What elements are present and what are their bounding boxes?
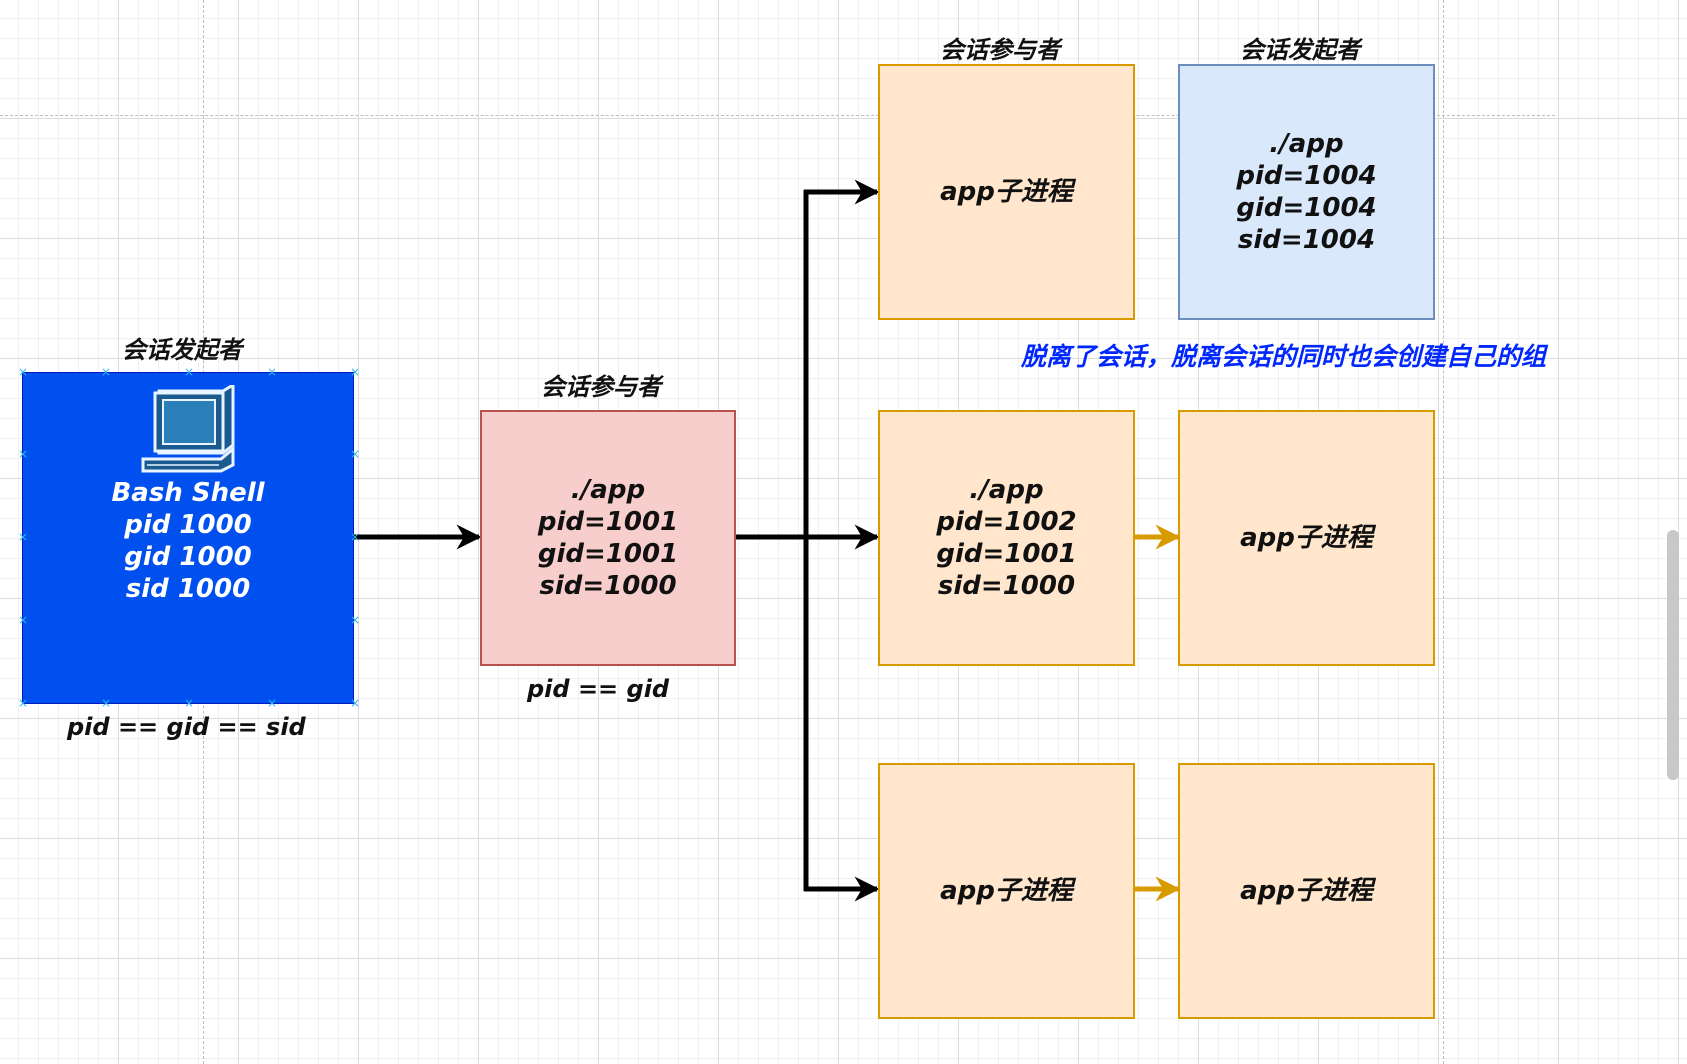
bottom-left-text: app子进程	[940, 876, 1073, 906]
selection-handle[interactable]: ×	[350, 530, 361, 544]
bottom-right-text: app子进程	[1240, 876, 1373, 906]
app-line: pid=1001	[537, 507, 679, 537]
shell-line: Bash Shell	[111, 478, 265, 508]
app-process-node[interactable]: ./app pid=1001 gid=1001 sid=1000	[480, 410, 736, 666]
bash-shell-node[interactable]: Bash Shell pid 1000 gid 1000 sid 1000	[22, 372, 354, 704]
mid-child-text: app子进程	[1240, 523, 1373, 553]
selection-handle[interactable]: ×	[184, 365, 195, 379]
selection-handle[interactable]: ×	[350, 696, 361, 710]
detached-process-node[interactable]: ./app pid=1004 gid=1004 sid=1004	[1178, 64, 1435, 320]
selection-handle[interactable]: ×	[18, 447, 29, 461]
mid-app-line: pid=1002	[936, 507, 1077, 537]
top-child-title: 会话参与者	[940, 36, 1060, 64]
detached-line: ./app	[1269, 129, 1344, 159]
bottom-left-node[interactable]: app子进程	[878, 763, 1135, 1019]
selection-handle[interactable]: ×	[267, 365, 278, 379]
selection-handle[interactable]: ×	[18, 530, 29, 544]
app-title: 会话参与者	[541, 373, 661, 401]
guide-line-vertical	[1443, 0, 1444, 1064]
shell-title: 会话发起者	[122, 336, 242, 364]
mid-app-node[interactable]: ./app pid=1002 gid=1001 sid=1000	[878, 410, 1135, 666]
mid-child-node[interactable]: app子进程	[1178, 410, 1435, 666]
selection-handle[interactable]: ×	[101, 696, 112, 710]
vertical-scrollbar[interactable]	[1667, 530, 1679, 780]
detached-line: sid=1004	[1237, 225, 1376, 255]
detached-line: pid=1004	[1236, 161, 1377, 191]
selection-handle[interactable]: ×	[350, 613, 361, 627]
shell-line: sid 1000	[125, 574, 251, 604]
shell-line: gid 1000	[124, 542, 252, 572]
selection-handle[interactable]: ×	[184, 696, 195, 710]
mid-app-line: ./app	[969, 475, 1044, 505]
detached-line: gid=1004	[1236, 193, 1377, 223]
app-line: sid=1000	[539, 571, 677, 601]
selection-handle[interactable]: ×	[18, 696, 29, 710]
selection-handle[interactable]: ×	[18, 613, 29, 627]
app-line: ./app	[570, 475, 646, 505]
guide-line-horizontal	[0, 115, 1555, 116]
selection-handle[interactable]: ×	[350, 365, 361, 379]
top-child-text: app子进程	[940, 177, 1073, 207]
computer-icon	[141, 385, 235, 473]
selection-handle[interactable]: ×	[18, 365, 29, 379]
top-child-node[interactable]: app子进程	[878, 64, 1135, 320]
detached-note: 脱离了会话，脱离会话的同时也会创建自己的组	[1021, 342, 1547, 371]
shell-line: pid 1000	[124, 510, 252, 540]
detached-title: 会话发起者	[1240, 36, 1360, 64]
selection-handle[interactable]: ×	[101, 365, 112, 379]
mid-app-line: gid=1001	[936, 539, 1077, 569]
shell-caption: pid == gid == sid	[67, 713, 306, 741]
selection-handle[interactable]: ×	[267, 696, 278, 710]
mid-app-line: sid=1000	[937, 571, 1076, 601]
bottom-right-node[interactable]: app子进程	[1178, 763, 1435, 1019]
selection-handle[interactable]: ×	[350, 447, 361, 461]
app-caption: pid == gid	[527, 675, 670, 703]
app-line: gid=1001	[537, 539, 679, 569]
